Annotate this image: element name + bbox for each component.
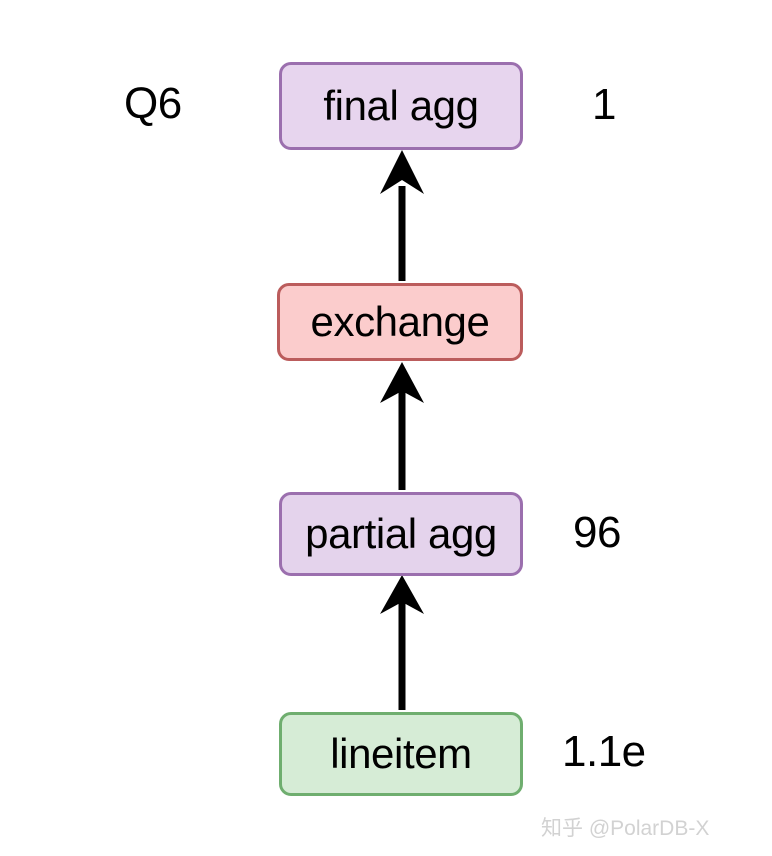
plan-node-exchange[interactable]: exchange [277,283,523,361]
plan-node-partial-agg[interactable]: partial agg [279,492,523,576]
rowcount-partial-agg: 96 [573,508,621,557]
edge-exchange-to-final-agg [380,150,424,281]
plan-node-lineitem[interactable]: lineitem [279,712,523,796]
query-label: Q6 [124,79,182,128]
plan-node-final-agg-label: final agg [323,82,479,129]
plan-node-partial-agg-label: partial agg [305,510,497,557]
edge-lineitem-to-partial-agg [380,575,424,710]
plan-node-lineitem-label: lineitem [330,730,472,777]
rowcount-final-agg: 1 [592,80,616,129]
watermark: 知乎 @PolarDB-X [541,817,710,840]
rowcount-lineitem: 1.1e [562,727,646,776]
plan-node-exchange-label: exchange [310,298,490,345]
edge-partial-agg-to-exchange [380,362,424,490]
plan-node-final-agg[interactable]: final agg [279,62,523,150]
